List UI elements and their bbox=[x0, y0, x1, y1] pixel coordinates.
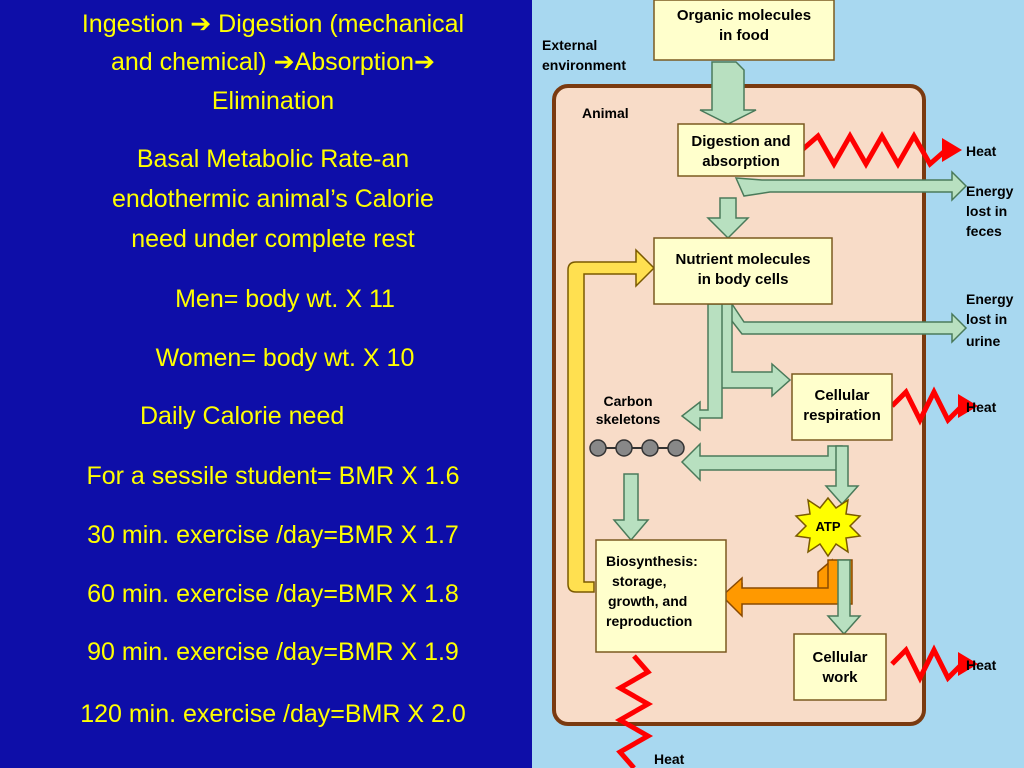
biosynthesis-box bbox=[595, 539, 727, 653]
nutrient-to-carbon-arrow bbox=[680, 303, 723, 432]
feces-label-1: Energy bbox=[966, 183, 1014, 199]
heat-label-digestion: Heat bbox=[966, 143, 997, 159]
respiration-label-1: Cellular bbox=[814, 387, 869, 404]
heat-wave-biosynthesis bbox=[614, 654, 654, 768]
notes-panel: Ingestion ➔ Digestion (mechanical and ch… bbox=[0, 0, 532, 768]
urine-label-1: Energy bbox=[966, 291, 1014, 307]
work-label-2: work bbox=[821, 669, 858, 686]
feces-label-2: lost in bbox=[966, 203, 1007, 219]
heat-label-biosynthesis: Heat bbox=[654, 751, 685, 767]
heat-wave-digestion bbox=[800, 130, 948, 170]
bmr-definition-line-1: Basal Metabolic Rate-an bbox=[136, 145, 410, 173]
digestion-label-1: Digestion and bbox=[691, 133, 790, 150]
digestion-to-nutrient-arrow bbox=[706, 197, 750, 240]
heat-arrowhead-2 bbox=[958, 394, 978, 418]
urine-label-3: urine bbox=[966, 333, 1000, 349]
heat-label-respiration: Heat bbox=[966, 399, 997, 415]
nutrient-label-1: Nutrient molecules bbox=[675, 251, 810, 268]
digestion-label-2: absorption bbox=[702, 153, 780, 170]
energy-flow-diagram: Organic molecules in food Digestion and … bbox=[532, 0, 1024, 768]
respiration-box bbox=[791, 373, 893, 441]
atp-label: ATP bbox=[815, 519, 840, 534]
daily-calorie-heading: Daily Calorie need bbox=[140, 402, 345, 430]
nutrient-to-respiration-arrow bbox=[717, 303, 792, 398]
heat-label-work: Heat bbox=[966, 657, 997, 673]
bmr-definition-line-3: need under complete rest bbox=[131, 225, 415, 253]
bmr-definition-line-2: endothermic animal’s Calorie bbox=[112, 185, 434, 213]
urine-arrow bbox=[727, 302, 968, 344]
urine-label-2: lost in bbox=[966, 311, 1007, 327]
carbon-skeleton-chain bbox=[589, 439, 685, 457]
biosynthesis-label-3: growth, and bbox=[608, 593, 687, 609]
exercise-90-rate: 90 min. exercise /day=BMR X 1.9 bbox=[87, 638, 459, 666]
animal-label: Animal bbox=[582, 105, 629, 121]
work-label-1: Cellular bbox=[812, 649, 867, 666]
cellular-work-box bbox=[793, 633, 887, 701]
nutrient-molecules-box bbox=[653, 237, 833, 305]
heat-arrowhead-1 bbox=[942, 138, 962, 162]
organic-label-2: in food bbox=[719, 27, 769, 44]
biosynthesis-label-4: reproduction bbox=[606, 613, 692, 629]
atp-burst-icon bbox=[794, 496, 862, 558]
women-bmr-formula: Women= body wt. X 10 bbox=[155, 344, 415, 372]
carbon-to-biosynthesis-arrow bbox=[612, 473, 650, 542]
atp-energy-arrow bbox=[720, 559, 853, 618]
organic-molecules-box bbox=[653, 0, 835, 61]
carbon-label-2: skeletons bbox=[596, 411, 661, 427]
nutrient-label-2: in body cells bbox=[698, 271, 789, 288]
digestion-process-line-3: Elimination bbox=[211, 87, 335, 115]
atp-to-work-arrow bbox=[826, 559, 862, 636]
external-label-1: External bbox=[542, 37, 597, 53]
digestion-process-line-2: and chemical) ➔Absorption➔ bbox=[111, 48, 435, 76]
men-bmr-formula: Men= body wt. X 11 bbox=[175, 285, 395, 313]
recycle-arrow bbox=[567, 248, 656, 593]
heat-arrowhead-3 bbox=[958, 652, 978, 676]
organic-label-1: Organic molecules bbox=[677, 7, 811, 24]
digestion-process-line-1: Ingestion ➔ Digestion (mechanical bbox=[81, 10, 465, 38]
respiration-label-2: respiration bbox=[803, 407, 881, 424]
external-label-2: environment bbox=[542, 57, 626, 73]
feces-arrow bbox=[734, 170, 968, 202]
respiration-to-atp-arrow bbox=[824, 445, 860, 506]
biosynthesis-label-1: Biosynthesis: bbox=[606, 553, 698, 569]
exercise-60-rate: 60 min. exercise /day=BMR X 1.8 bbox=[87, 580, 459, 608]
food-to-digestion-arrow bbox=[699, 61, 757, 125]
heat-wave-respiration bbox=[890, 386, 964, 426]
digestion-box bbox=[677, 123, 805, 177]
carbon-label-1: Carbon bbox=[604, 393, 653, 409]
exercise-30-rate: 30 min. exercise /day=BMR X 1.7 bbox=[87, 521, 459, 549]
exercise-120-rate: 120 min. exercise /day=BMR X 2.0 bbox=[80, 700, 466, 728]
feces-label-3: feces bbox=[966, 223, 1002, 239]
biosynthesis-label-2: storage, bbox=[612, 573, 666, 589]
heat-wave-work bbox=[890, 644, 964, 684]
sessile-student-rate: For a sessile student= BMR X 1.6 bbox=[86, 462, 460, 490]
